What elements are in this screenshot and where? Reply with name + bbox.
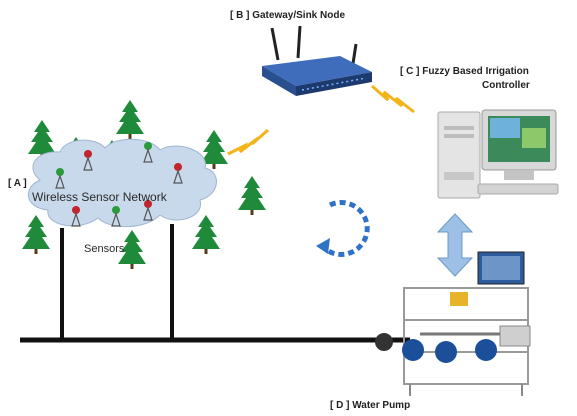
- controller-computer-icon: [437, 109, 559, 199]
- tree-icon: [192, 215, 220, 254]
- controller-label: [ C ] Fuzzy Based Irrigation: [400, 66, 529, 77]
- sensors-label: Sensors: [84, 243, 125, 255]
- bidirectional-arrow-icon: [436, 213, 474, 277]
- controller-label-continued: Controller: [482, 80, 530, 91]
- gateway-label: [ B ] Gateway/Sink Node: [230, 10, 346, 21]
- wsn-label: Wireless Sensor Network: [32, 190, 167, 204]
- water-pump-icon: [375, 251, 531, 396]
- irrigation-pipes: [20, 224, 410, 343]
- wsn-tag-label: [ A ]: [8, 178, 27, 189]
- gateway-router-icon: [262, 25, 372, 96]
- wireless-link-icon: [371, 84, 415, 114]
- wireless-link-icon: [227, 128, 269, 156]
- tree-icon: [238, 176, 266, 215]
- cycle-arrow-icon: [316, 199, 370, 257]
- water-pump-label: [ D ] Water Pump: [330, 400, 411, 411]
- sensor-network-cloud: [28, 138, 217, 228]
- tree-icon: [22, 215, 50, 254]
- tree-icon: [116, 100, 144, 139]
